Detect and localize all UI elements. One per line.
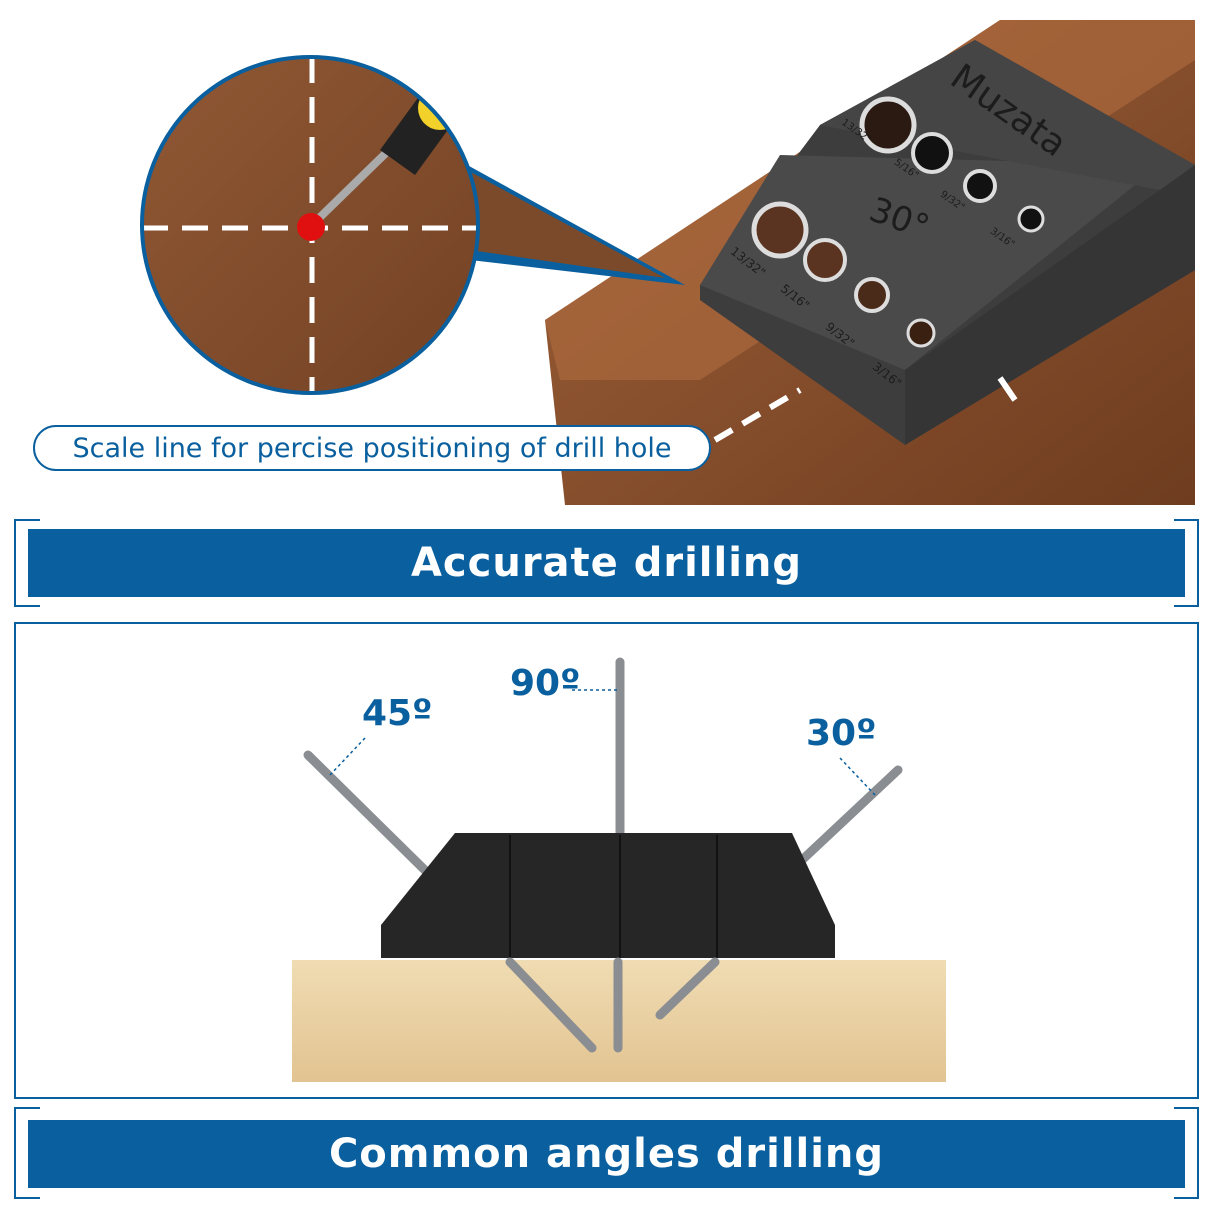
angle-label-90: 90º <box>510 663 581 704</box>
banner-brackets <box>14 519 1199 1199</box>
banner-accurate-drilling: Accurate drilling <box>28 529 1185 597</box>
scale-line-caption: Scale line for percise positioning of dr… <box>33 425 711 471</box>
angle-label-45: 45º <box>362 693 433 734</box>
drill-guide-jig <box>700 40 1195 445</box>
angle-label-30: 30º <box>806 713 877 754</box>
banner-common-angles: Common angles drilling <box>28 1120 1185 1188</box>
angle-jig <box>381 833 835 958</box>
drill-point-marker <box>297 213 325 241</box>
angles-frame <box>14 622 1199 1099</box>
